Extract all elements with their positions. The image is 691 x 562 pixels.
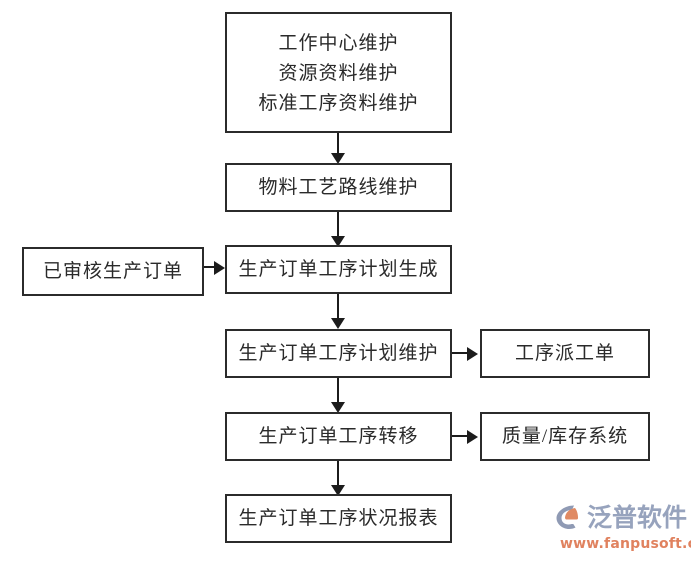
watermark: 泛普软件 www.fanpusoft.com (552, 500, 691, 556)
node-operation-dispatch-order[interactable]: 工序派工单 (480, 329, 650, 378)
connector-plan-generate-to-plan-maintain (337, 294, 339, 322)
node-line: 生产订单工序状况报表 (238, 508, 439, 529)
node-line: 标准工序资料维护 (258, 93, 419, 115)
node-line: 已审核生产订单 (42, 261, 183, 282)
node-line: 生产订单工序计划维护 (238, 343, 439, 364)
node-line: 生产订单工序计划生成 (238, 259, 439, 280)
node-order-operation-status-report[interactable]: 生产订单工序状况报表 (225, 494, 452, 543)
watermark-brand-text: 泛普软件 (587, 502, 688, 532)
connector-plan-maintain-to-transfer (337, 378, 339, 406)
arrowhead-plan-generate-to-plan-maintain (331, 318, 345, 329)
arrowhead-transfer-to-status-report (331, 485, 345, 496)
arrowhead-approved-to-plan-generate (214, 261, 225, 275)
node-line: 质量/库存系统 (501, 426, 629, 447)
node-line: 生产订单工序转移 (258, 426, 419, 447)
connector-basic-to-routing (337, 133, 339, 157)
connector-plan-maintain-to-dispatch (452, 352, 469, 354)
node-line: 工序派工单 (514, 343, 615, 364)
connector-approved-to-plan-generate (204, 266, 217, 268)
node-quality-inventory-system[interactable]: 质量/库存系统 (480, 412, 650, 461)
node-material-routing-maintenance[interactable]: 物料工艺路线维护 (225, 163, 452, 212)
arrowhead-routing-to-plan-generate (331, 236, 345, 247)
node-order-operation-plan-generate[interactable]: 生产订单工序计划生成 (225, 245, 452, 294)
node-order-operation-transfer[interactable]: 生产订单工序转移 (225, 412, 452, 461)
watermark-brand-row: 泛普软件 (552, 500, 687, 534)
watermark-url-text: www.fanpusoft.com (560, 536, 691, 552)
connector-transfer-to-status-report (337, 461, 339, 489)
arrowhead-plan-maintain-to-dispatch (467, 347, 478, 361)
node-approved-production-order[interactable]: 已审核生产订单 (22, 247, 204, 296)
connector-routing-to-plan-generate (337, 212, 339, 240)
connector-transfer-to-quality-inventory (452, 435, 469, 437)
node-line: 工作中心维护 (278, 32, 399, 54)
fanpu-c-mark-icon (556, 505, 578, 529)
node-line: 物料工艺路线维护 (258, 177, 419, 198)
arrowhead-basic-to-routing (331, 153, 345, 164)
arrowhead-transfer-to-quality-inventory (467, 430, 478, 444)
arrowhead-plan-maintain-to-transfer (331, 402, 345, 413)
node-order-operation-plan-maintain[interactable]: 生产订单工序计划维护 (225, 329, 452, 378)
node-basic-data-maintenance[interactable]: 工作中心维护 资源资料维护 标准工序资料维护 (225, 12, 452, 133)
node-line: 资源资料维护 (278, 62, 399, 84)
